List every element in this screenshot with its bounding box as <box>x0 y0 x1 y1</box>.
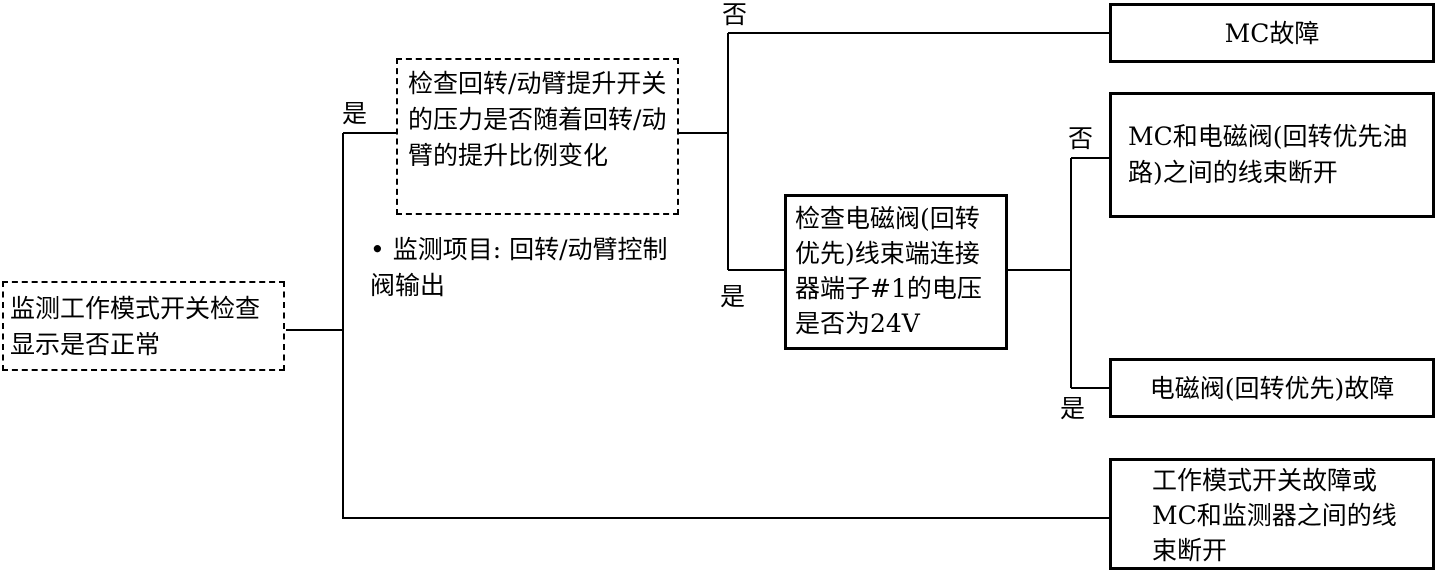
no-label-mc: 否 <box>722 0 748 29</box>
mc-fault-text: MC故障 <box>1224 19 1320 48</box>
monitor-note: • 监测项目: 回转/动臂控制阀输出 <box>370 232 670 302</box>
valve-fault-text: 电磁阀(回转优先)故障 <box>1149 374 1395 403</box>
yes-label-voltage: 是 <box>720 282 746 311</box>
switch-fault-text: 工作模式开关故障或MC和监测器之间的线束断开 <box>1152 466 1397 565</box>
start-check-text: 监测工作模式开关检查显示是否正常 <box>10 294 261 359</box>
pressure-check-box: 检查回转/动臂提升开关的压力是否随着回转/动臂的提升比例变化 <box>396 58 679 215</box>
harness-mc-valve-text: MC和电磁阀(回转优先油路)之间的线束断开 <box>1128 122 1408 187</box>
valve-fault-box: 电磁阀(回转优先)故障 <box>1109 358 1435 418</box>
monitor-note-text: • 监测项目: 回转/动臂控制阀输出 <box>370 235 668 300</box>
no-label-harness: 否 <box>1068 124 1094 153</box>
switch-fault-box: 工作模式开关故障或MC和监测器之间的线束断开 <box>1109 458 1435 570</box>
yes-label-valve: 是 <box>1060 394 1086 423</box>
harness-mc-valve-box: MC和电磁阀(回转优先油路)之间的线束断开 <box>1109 92 1435 218</box>
mc-fault-box: MC故障 <box>1109 3 1435 63</box>
voltage-check-text: 检查电磁阀(回转优先)线束端连接器端子#1的电压是否为24V <box>795 204 982 338</box>
pressure-check-text: 检查回转/动臂提升开关的压力是否随着回转/动臂的提升比例变化 <box>408 69 667 170</box>
yes-label-pressure: 是 <box>342 99 368 128</box>
start-check-box: 监测工作模式开关检查显示是否正常 <box>2 281 285 371</box>
voltage-check-box: 检查电磁阀(回转优先)线束端连接器端子#1的电压是否为24V <box>784 194 1008 350</box>
